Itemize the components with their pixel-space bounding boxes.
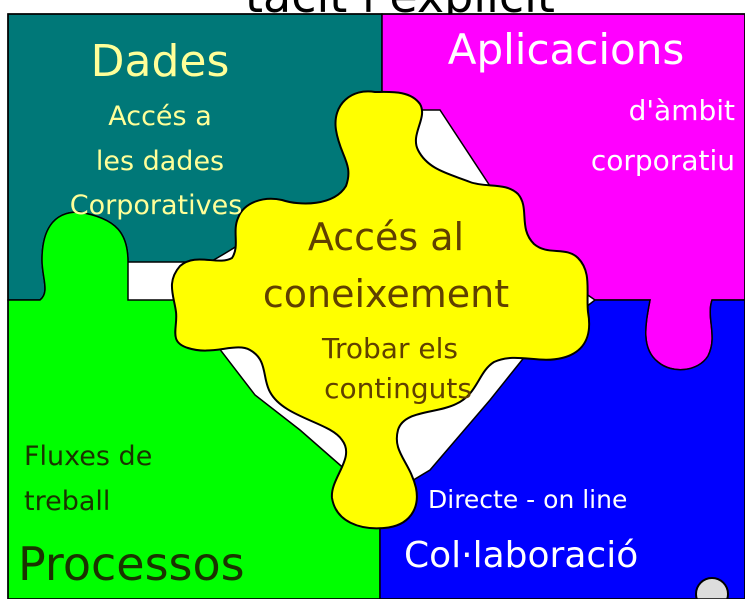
piece-colaboracio	[379, 299, 745, 599]
aplicacions-line-1: d'àmbit	[629, 94, 735, 127]
processos-line-2: treball	[24, 486, 110, 517]
dades-line-2: les dades	[96, 146, 224, 177]
processos-line-1: Fluxes de	[24, 441, 152, 472]
dades-line-3: Corporatives	[70, 190, 243, 221]
aplicacions-line-2: corporatiu	[591, 144, 735, 177]
outer-frame	[7, 13, 745, 599]
piece-coneixement	[171, 90, 591, 530]
coneixement-line-1: Trobar els	[321, 332, 458, 365]
piece-processos	[7, 211, 381, 599]
coneixement-title-line-1: Accés al	[308, 215, 464, 259]
colaboracio-line-1: Directe - on line	[428, 485, 627, 514]
dades-title: Dades	[91, 36, 230, 87]
colaboracio-title: Col·laboració	[404, 535, 638, 576]
aplicacions-title: Aplicacions	[448, 25, 685, 74]
dades-line-1: Accés a	[108, 101, 212, 132]
processos-title: Processos	[18, 537, 245, 591]
coneixement-title-line-2: coneixement	[263, 272, 509, 316]
coneixement-line-2: continguts	[324, 372, 472, 405]
corner-knob	[695, 577, 729, 599]
